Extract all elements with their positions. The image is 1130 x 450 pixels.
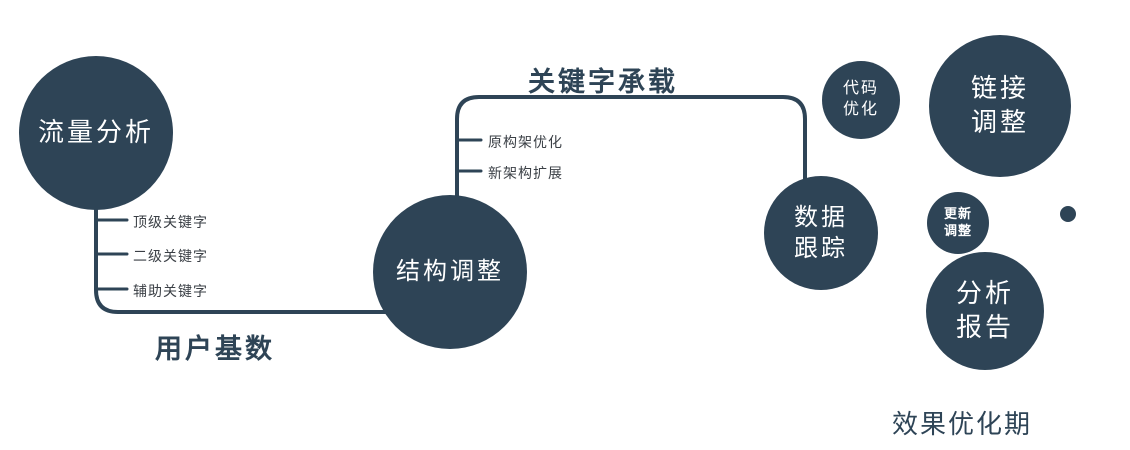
branch-label-top-keyword: 顶级关键字 xyxy=(133,214,208,230)
branch-label-new-architecture: 新架构扩展 xyxy=(488,165,563,181)
node-code-optimization-label-line1: 代码 xyxy=(842,80,879,98)
node-structure-adjustment: 结构调整 xyxy=(373,195,527,349)
node-structure-adjustment-label: 结构调整 xyxy=(396,258,504,286)
connector-structure-to-tracking xyxy=(455,95,807,214)
branch-label-original-architecture: 原构架优化 xyxy=(488,134,563,150)
caption-effect-optimization-period: 效果优化期 xyxy=(892,409,1033,439)
node-update-adjustment: 更新 调整 xyxy=(927,192,989,254)
edge-label-keyword-carrying: 关键字承载 xyxy=(528,67,678,97)
node-analysis-report: 分析 报告 xyxy=(926,252,1044,370)
node-data-tracking-label-line1: 数据 xyxy=(794,203,848,231)
node-data-tracking-label-line2: 跟踪 xyxy=(794,235,848,262)
edge-label-user-base: 用户基数 xyxy=(155,334,275,364)
branch-label-auxiliary-keyword: 辅助关键字 xyxy=(133,283,208,299)
node-update-adjustment-label-line1: 更新 xyxy=(943,206,972,222)
node-link-adjustment-label-line1: 链接 xyxy=(970,73,1029,104)
node-data-tracking: 数据 跟踪 xyxy=(764,176,878,290)
node-code-optimization-label-line2: 优化 xyxy=(842,101,879,118)
node-traffic-analysis-label: 流量分析 xyxy=(37,117,154,148)
node-code-optimization: 代码 优化 xyxy=(822,61,900,139)
node-traffic-analysis: 流量分析 xyxy=(19,56,173,210)
node-analysis-report-label-line1: 分析 xyxy=(955,278,1014,309)
node-link-adjustment-label-line2: 调整 xyxy=(970,107,1029,137)
node-analysis-report-label-line2: 报告 xyxy=(955,312,1014,342)
node-link-adjustment: 链接 调整 xyxy=(929,35,1071,177)
dot-marker xyxy=(1060,206,1076,222)
node-update-adjustment-label-line2: 调整 xyxy=(943,223,972,238)
branch-label-second-keyword: 二级关键字 xyxy=(133,248,208,264)
